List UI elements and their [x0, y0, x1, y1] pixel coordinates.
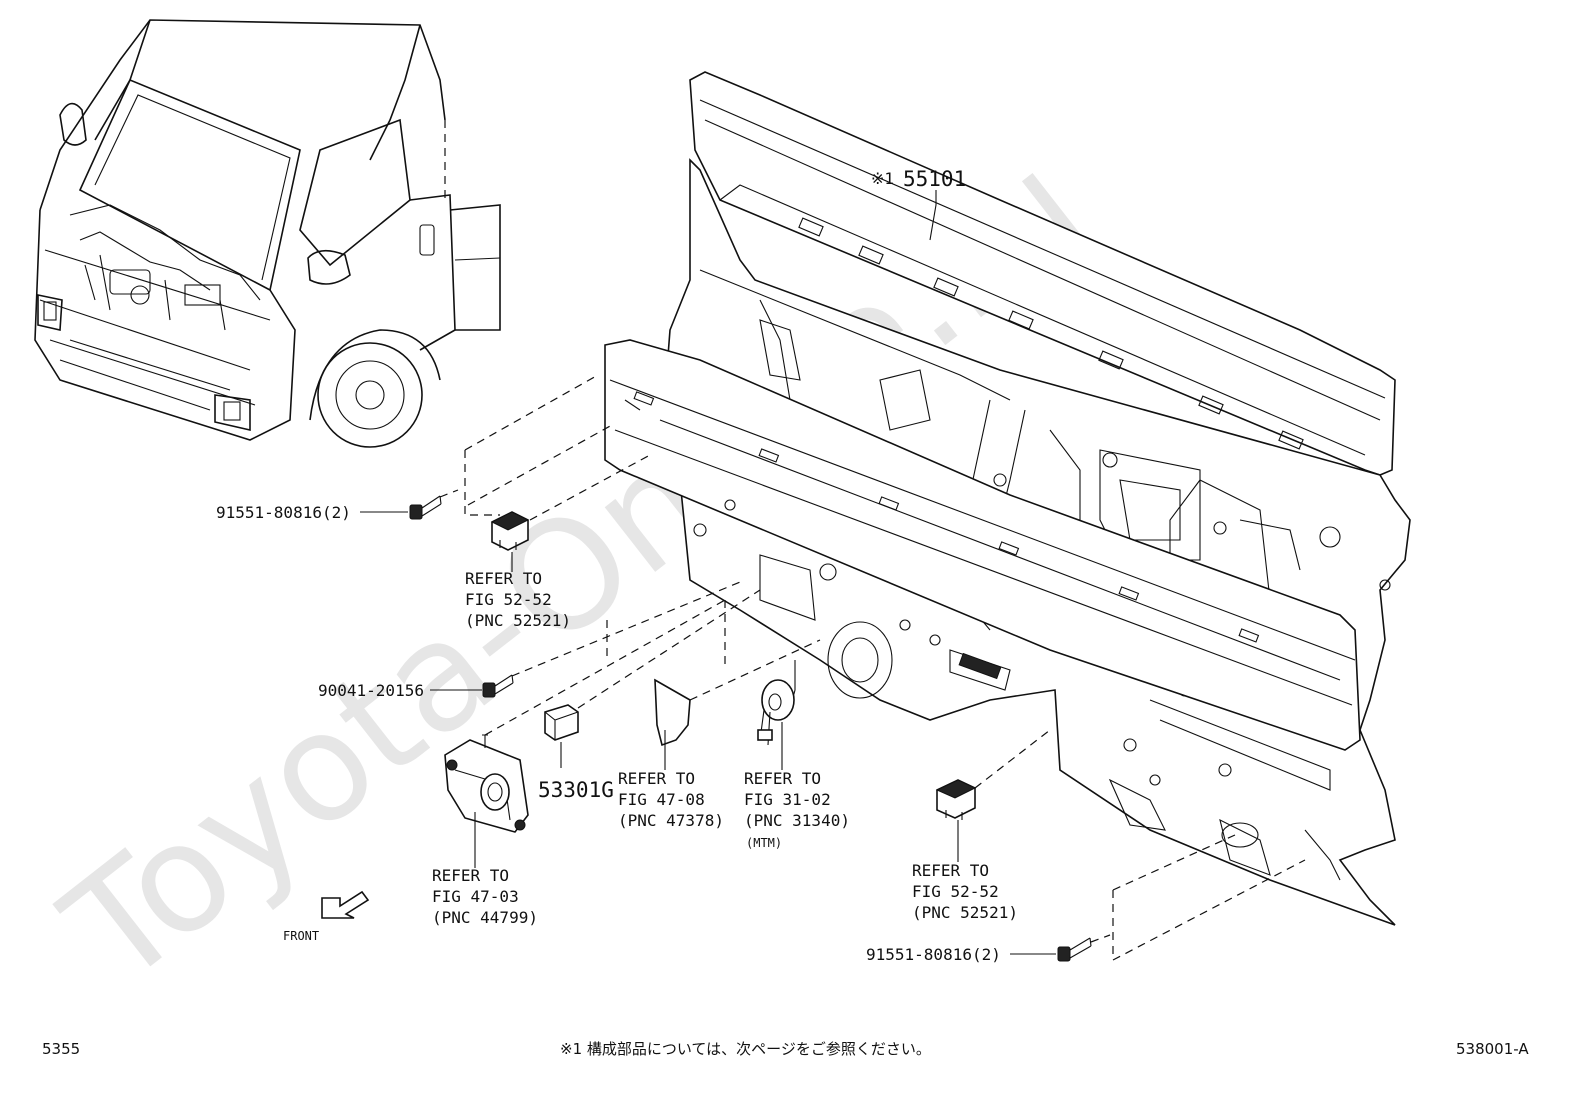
main-panel-pnc: 55101 — [903, 167, 966, 191]
grommet-cable-ref-line3: (PNC 31340) — [744, 811, 850, 830]
bolt-top-icon — [409, 495, 442, 520]
grommet-cable-note: (MTM) — [746, 836, 782, 850]
insulator-ref-line2: FIG 47-08 — [618, 790, 705, 809]
pad-label: 53301G — [538, 778, 614, 802]
grommet-bottom-ref-line1: REFER TO — [912, 861, 989, 880]
assembly-guides — [439, 374, 1306, 961]
pad-53301g-icon — [544, 704, 579, 741]
bolt-top-label: 91551-80816(2) — [216, 503, 351, 522]
grommet-top-ref-line3: (PNC 52521) — [465, 611, 571, 630]
bracket-ref-line2: FIG 47-03 — [432, 887, 519, 906]
insulator-ref-line3: (PNC 47378) — [618, 811, 724, 830]
main-panel-mark: ※1 — [871, 169, 894, 188]
grommet-cable-31340-icon — [757, 660, 796, 746]
grommet-top-icon — [490, 511, 530, 551]
bolt-bottom-icon — [1057, 937, 1092, 962]
page-number: 5355 — [42, 1040, 80, 1058]
grommet-top-ref-line2: FIG 52-52 — [465, 590, 552, 609]
bolt-bottom-label: 91551-80816(2) — [866, 945, 1001, 964]
bolt-mid-label: 90041-20156 — [318, 681, 424, 700]
grommet-top-ref-line1: REFER TO — [465, 569, 542, 588]
dash-panel-55101 — [604, 71, 1411, 926]
front-arrow-icon — [321, 890, 370, 919]
insulator-47378-icon — [654, 678, 691, 747]
grommet-bottom-ref-line3: (PNC 52521) — [912, 903, 1018, 922]
bolt-mid-icon — [482, 674, 514, 698]
leader-lines — [360, 190, 1056, 955]
grommet-cable-ref-line2: FIG 31-02 — [744, 790, 831, 809]
front-label: FRONT — [283, 929, 319, 943]
vehicle-location-view — [34, 19, 501, 448]
bracket-ref-line1: REFER TO — [432, 866, 509, 885]
bracket-ref-line3: (PNC 44799) — [432, 908, 538, 927]
insulator-ref-line1: REFER TO — [618, 769, 695, 788]
figure-id: 538001-A — [1456, 1040, 1529, 1058]
footnote: ※1 構成部品については、次ページをご参照ください。 — [560, 1040, 931, 1058]
grommet-cable-ref-line1: REFER TO — [744, 769, 821, 788]
grommet-bottom-icon — [935, 779, 977, 820]
bracket-44799-icon — [444, 734, 529, 833]
grommet-bottom-ref-line2: FIG 52-52 — [912, 882, 999, 901]
